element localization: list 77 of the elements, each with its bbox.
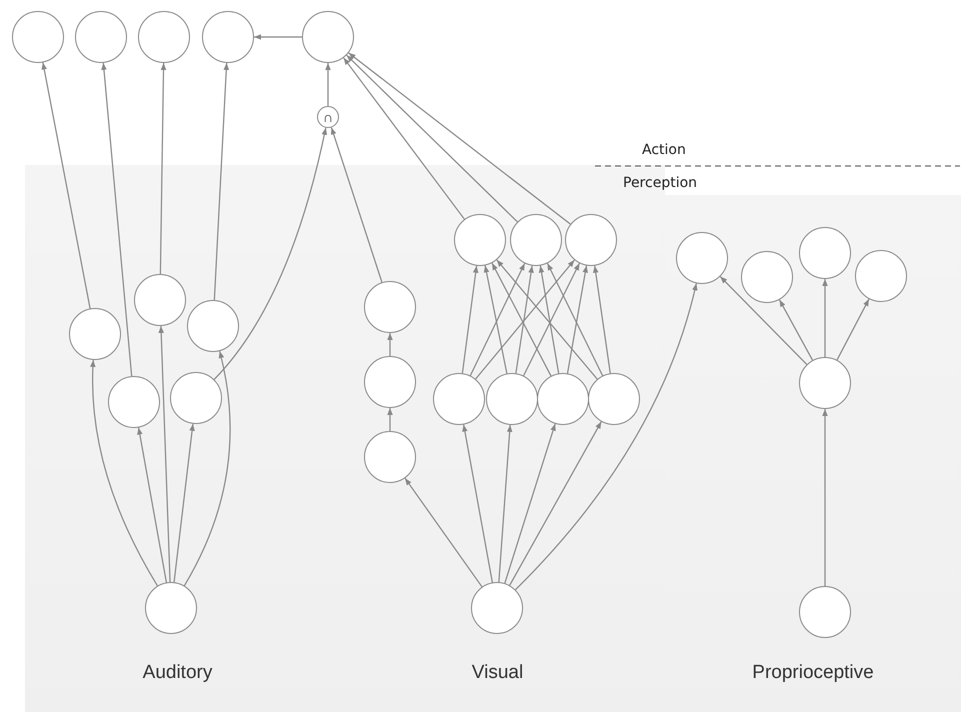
arrow: [822, 409, 828, 586]
arrow: [254, 34, 302, 40]
arrow: [515, 266, 534, 374]
arrow: [137, 427, 167, 583]
node-circle: [145, 582, 197, 634]
node-circle: [364, 281, 416, 333]
node-circle: [69, 308, 121, 360]
node-circle: [364, 431, 416, 483]
panel-title: Visual: [470, 662, 524, 684]
arrow: [504, 424, 556, 584]
node-circle: [108, 376, 160, 428]
arrow: [330, 127, 382, 282]
arrow: [343, 57, 465, 220]
arrow: [387, 408, 393, 431]
arrow: [184, 351, 231, 586]
arrow: [475, 260, 575, 380]
arrow: [173, 424, 195, 582]
node-circle: [510, 214, 562, 266]
panel-title: Proprioceptive: [751, 662, 875, 684]
node-circle: [799, 586, 851, 638]
node-circle: [537, 373, 589, 425]
arrow: [462, 424, 493, 583]
node-circle: [799, 227, 851, 279]
arrow: [509, 421, 602, 586]
arrow: [214, 128, 328, 380]
arrow: [325, 63, 331, 106]
node-circle: [170, 372, 222, 424]
node-circle: [855, 250, 907, 302]
arrow: [492, 262, 552, 376]
node-circle: [12, 11, 64, 63]
node-circle: [799, 357, 851, 409]
node-circle: [302, 11, 354, 63]
arrow: [546, 263, 604, 376]
node-circle: [134, 274, 186, 326]
section-label: Perception: [623, 175, 698, 191]
node-circle: [433, 373, 485, 425]
arrow: [484, 265, 508, 374]
arrow: [90, 360, 158, 586]
node-circle: [454, 214, 506, 266]
node-circle: [565, 214, 617, 266]
arrow: [720, 276, 808, 365]
section-label: Action: [642, 142, 686, 158]
panel-background: [25, 165, 330, 712]
node-circle: [138, 11, 190, 63]
arrow: [346, 54, 518, 222]
arrow: [496, 260, 598, 380]
panel-background: [665, 195, 961, 712]
arrow: [214, 62, 230, 300]
arrow: [515, 283, 698, 590]
node-circle: [676, 232, 728, 284]
arrow: [41, 62, 91, 309]
arrow: [822, 279, 828, 357]
arrow: [538, 266, 560, 374]
arrow: [592, 266, 611, 374]
intersection-circle: ∩: [317, 106, 339, 128]
node-circle: [471, 582, 523, 634]
arrow: [160, 62, 166, 274]
arrow: [387, 333, 393, 356]
node-circle: [486, 373, 538, 425]
panel-title: Auditory: [142, 662, 214, 684]
arrow: [778, 300, 814, 360]
node-circle: [588, 373, 640, 425]
arrow: [470, 263, 526, 376]
arrow: [158, 326, 171, 582]
arrow: [523, 263, 580, 376]
node-circle: [202, 11, 254, 63]
arrow: [404, 478, 482, 588]
node-circle: [75, 11, 127, 63]
node-circle: [741, 251, 793, 303]
arrow: [348, 52, 571, 225]
arrow: [836, 298, 870, 360]
node-circle: [187, 300, 239, 352]
arrow: [566, 266, 588, 374]
arrow: [462, 266, 478, 374]
arrow: [101, 62, 132, 376]
node-circle: [364, 356, 416, 408]
arrow: [498, 424, 512, 582]
